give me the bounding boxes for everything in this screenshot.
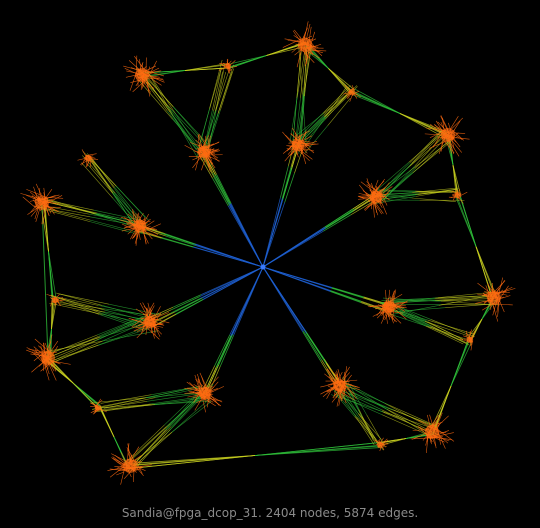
- hub-node: [260, 264, 266, 270]
- graph-caption: Sandia@fpga_dcop_31. 2404 nodes, 5874 ed…: [121, 506, 419, 520]
- node-clusters: [20, 21, 516, 485]
- spoke-edges: [36, 38, 499, 473]
